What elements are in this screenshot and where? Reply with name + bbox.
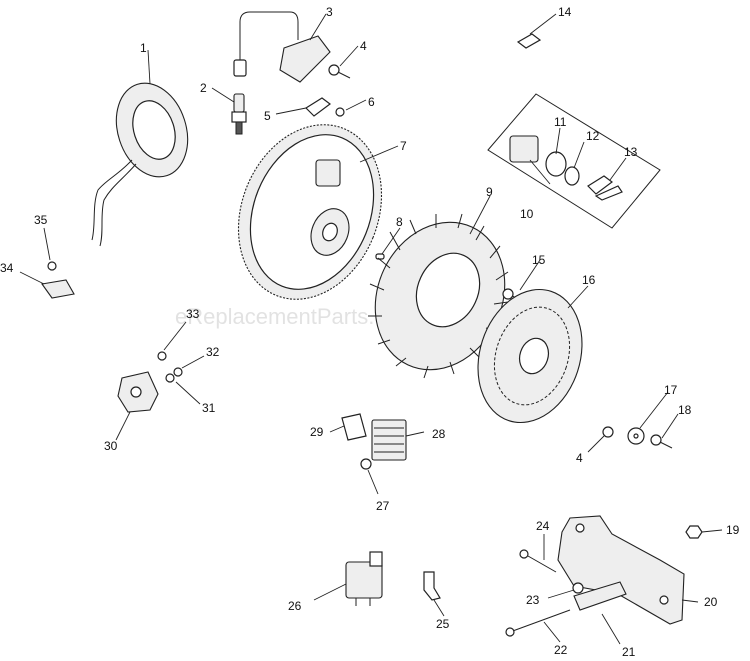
bolt-part[interactable] <box>650 434 673 449</box>
callout-11: 11 <box>554 115 567 129</box>
callout-35: 35 <box>34 213 48 227</box>
screw-part-lower[interactable] <box>602 426 614 438</box>
callout-27: 27 <box>376 499 390 513</box>
small-screw-part[interactable] <box>335 107 345 117</box>
callout-labels: 1 2 3 4 5 6 7 8 9 10 11 12 13 14 15 16 1… <box>0 5 740 659</box>
callout-26: 26 <box>288 599 302 613</box>
clamp-part[interactable] <box>516 33 542 49</box>
callout-2: 2 <box>200 81 207 95</box>
callout-29: 29 <box>310 425 324 439</box>
switch-nut-part[interactable] <box>173 367 183 377</box>
callout-6: 6 <box>368 95 375 109</box>
spark-plug-part[interactable] <box>231 93 247 135</box>
callout-21: 21 <box>622 645 636 659</box>
long-bolt-part[interactable] <box>505 609 571 637</box>
flywheel-part[interactable] <box>213 103 407 321</box>
key-switch-assembly[interactable] <box>487 93 661 229</box>
callout-10: 10 <box>520 207 534 221</box>
callout-32: 32 <box>206 345 220 359</box>
callout-24: 24 <box>536 519 550 533</box>
callout-15: 15 <box>532 253 546 267</box>
callout-22: 22 <box>554 643 568 657</box>
callout-17: 17 <box>664 383 678 397</box>
callout-14: 14 <box>558 5 572 19</box>
switch-washer-part[interactable] <box>165 373 175 383</box>
spacer-tube-part[interactable] <box>573 581 627 611</box>
interlock-switch-part[interactable] <box>117 371 159 413</box>
callout-9: 9 <box>486 185 493 199</box>
pin-part[interactable] <box>375 253 385 260</box>
callout-34: 34 <box>0 261 14 275</box>
relay-part[interactable] <box>345 551 383 606</box>
callout-20: 20 <box>704 595 718 609</box>
callout-25: 25 <box>436 617 450 631</box>
clip-part[interactable] <box>305 97 331 117</box>
screw-part[interactable] <box>328 64 351 79</box>
callout-30: 30 <box>104 439 118 453</box>
washer-part[interactable] <box>627 427 645 445</box>
nut-part[interactable] <box>685 525 703 539</box>
cooling-fan-part[interactable] <box>352 201 529 391</box>
callout-18: 18 <box>678 403 692 417</box>
callout-28: 28 <box>432 427 446 441</box>
bracket-washer-part[interactable] <box>572 582 584 594</box>
callout-7: 7 <box>400 139 407 153</box>
callout-12: 12 <box>586 129 600 143</box>
bracket-bolt-part[interactable] <box>519 549 557 573</box>
switch-screw-part[interactable] <box>157 351 167 361</box>
callout-16: 16 <box>582 273 596 287</box>
rectifier-bracket-part[interactable] <box>341 413 367 441</box>
callout-31: 31 <box>202 401 216 415</box>
clamp-screw-part[interactable] <box>47 261 57 271</box>
callout-23: 23 <box>526 593 540 607</box>
wire-clip-part[interactable] <box>423 571 441 601</box>
rectifier-part[interactable] <box>371 419 407 461</box>
callout-3: 3 <box>326 5 333 19</box>
bracket-part[interactable] <box>557 515 685 625</box>
callout-19: 19 <box>726 523 740 537</box>
callout-5: 5 <box>264 109 271 123</box>
rectifier-screw-part[interactable] <box>360 458 372 470</box>
callout-4-top: 4 <box>360 39 367 53</box>
callout-13: 13 <box>624 145 638 159</box>
grass-screen-part[interactable] <box>461 276 598 436</box>
callout-4-lower: 4 <box>576 451 583 465</box>
leader-lines <box>19 13 723 645</box>
callout-33: 33 <box>186 307 200 321</box>
callout-1: 1 <box>140 41 147 55</box>
wire-clamp-part[interactable] <box>41 279 75 299</box>
callout-8: 8 <box>396 215 403 229</box>
stator-part[interactable] <box>91 74 199 247</box>
ignition-coil-part[interactable] <box>233 11 331 83</box>
